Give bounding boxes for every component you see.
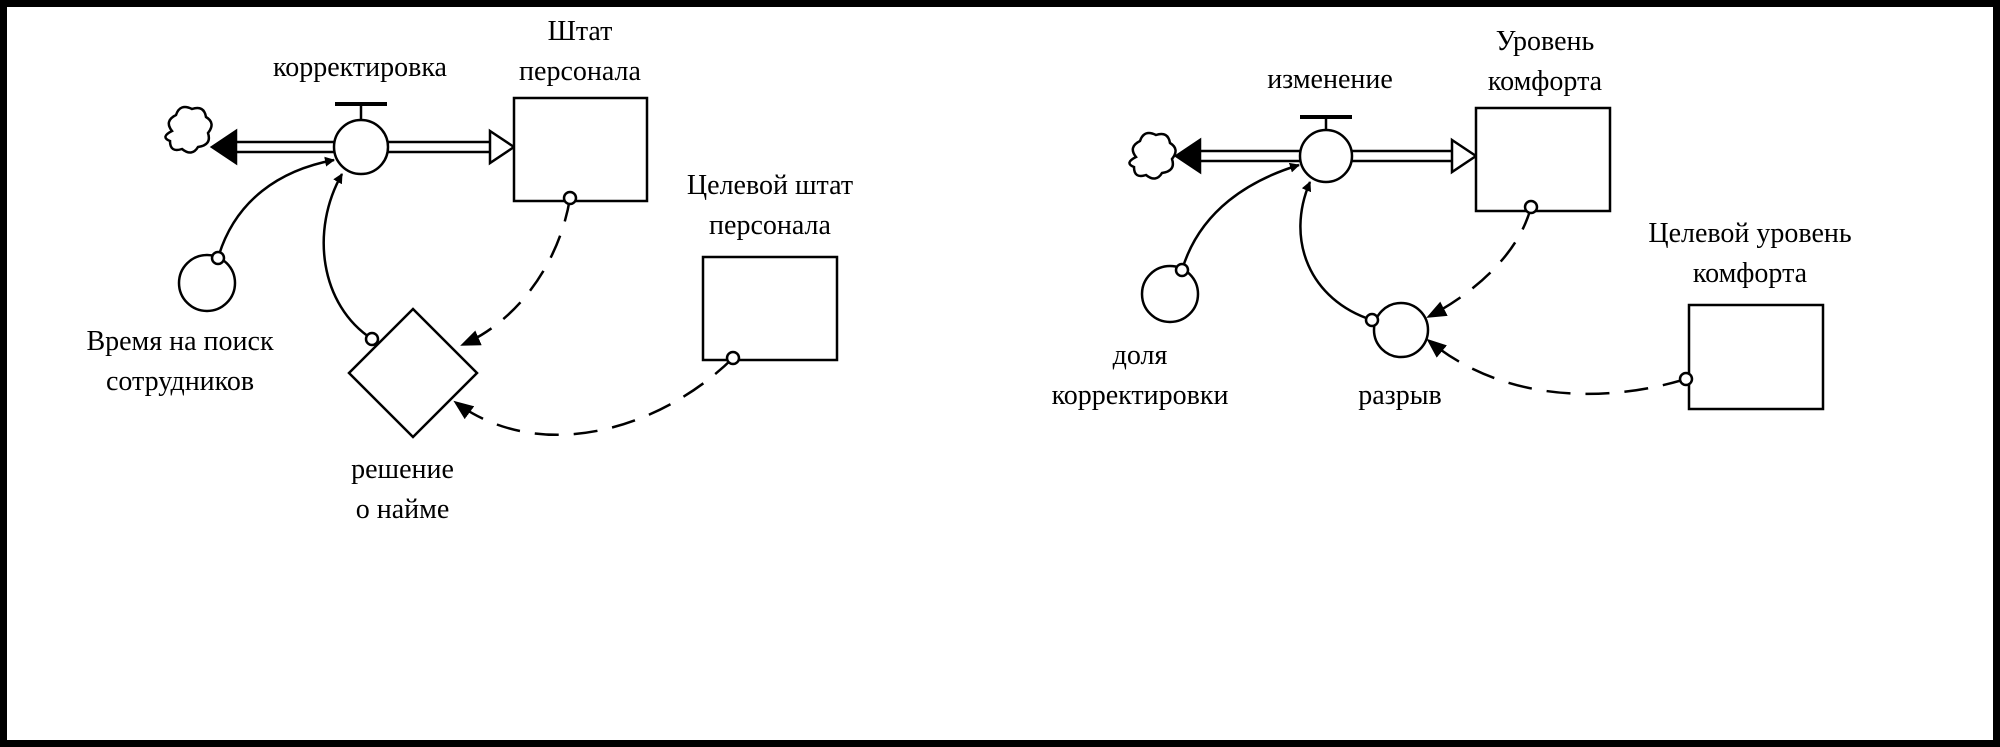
pipe-arrowhead-left: [1173, 137, 1202, 175]
connector-fraction-to-valve: [1180, 162, 1300, 271]
connector-gap-to-valve: [1299, 181, 1373, 322]
connector-target-to-decision: [453, 357, 734, 437]
aux-label-adjustment-fraction: доля корректировки: [1051, 340, 1229, 411]
flow-valve: [1298, 128, 1354, 184]
pipe-arrowhead-right: [488, 128, 517, 166]
fraction-aux: [1140, 264, 1200, 324]
gap-aux: [1372, 301, 1430, 359]
aux-label-hiring-time: Время на поиск сотрудников: [86, 326, 274, 397]
time-aux: [177, 253, 237, 313]
aux-label-gap: разрыв: [1358, 380, 1442, 411]
pipe-arrowhead-left: [209, 128, 238, 166]
left-diagram: [164, 96, 839, 439]
decision-label-hiring: решение о найме: [351, 454, 454, 525]
connector-decision-to-valve: [322, 173, 373, 341]
decision-diamond: [347, 307, 479, 439]
stock-label-comfort: Уровень комфорта: [1487, 26, 1603, 97]
connector-target-to-gap: [1426, 338, 1687, 396]
target-label-comfort: Целевой уровень комфорта: [1648, 218, 1852, 289]
flow-valve: [332, 118, 390, 176]
connector-stock-to-decision: [460, 197, 572, 347]
flow-label-change: изменение: [1267, 64, 1393, 95]
stock-box: [1474, 106, 1612, 213]
cloud-icon: [164, 105, 213, 154]
connector-stock-to-gap: [1426, 206, 1533, 319]
stock-box: [512, 96, 649, 203]
cloud-icon: [1128, 131, 1177, 180]
target-box: [1687, 303, 1825, 411]
target-box: [701, 255, 839, 362]
flow-label-adjustment: корректировка: [273, 52, 447, 83]
pipe-arrowhead-right: [1450, 137, 1479, 175]
stock-label-staff: Штат персонала: [519, 16, 641, 87]
right-diagram: [1128, 106, 1825, 411]
target-label-staff: Целевой штат персонала: [686, 170, 854, 241]
connector-time-to-valve: [216, 156, 335, 259]
